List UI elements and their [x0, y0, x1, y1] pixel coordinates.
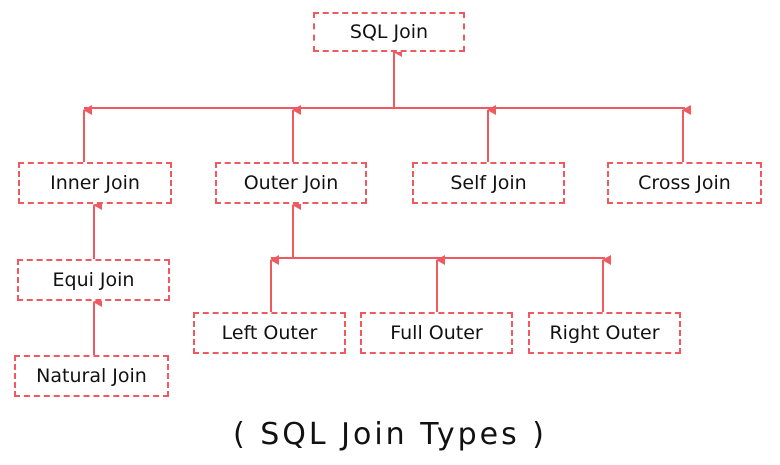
node-inner-join-label: Inner Join	[50, 172, 140, 194]
node-right-outer-label: Right Outer	[549, 322, 660, 344]
node-right-outer: Right Outer	[528, 312, 681, 354]
node-left-outer: Left Outer	[193, 312, 346, 354]
diagram-caption: ( SQL Join Types )	[232, 417, 547, 452]
node-left-outer-label: Left Outer	[221, 322, 318, 344]
node-natural-join: Natural Join	[14, 355, 169, 397]
node-self-join: Self Join	[412, 162, 565, 204]
node-equi-join: Equi Join	[17, 259, 170, 301]
node-sql-join: SQL Join	[313, 12, 465, 52]
node-natural-join-label: Natural Join	[36, 365, 147, 387]
node-full-outer-label: Full Outer	[390, 322, 483, 344]
node-cross-join: Cross Join	[607, 162, 762, 204]
node-outer-join: Outer Join	[215, 162, 367, 204]
node-self-join-label: Self Join	[450, 172, 527, 194]
node-sql-join-label: SQL Join	[349, 21, 429, 43]
node-full-outer: Full Outer	[360, 312, 513, 354]
node-equi-join-label: Equi Join	[52, 269, 135, 291]
node-inner-join: Inner Join	[18, 162, 172, 204]
node-cross-join-label: Cross Join	[638, 172, 731, 194]
node-outer-join-label: Outer Join	[243, 172, 339, 194]
